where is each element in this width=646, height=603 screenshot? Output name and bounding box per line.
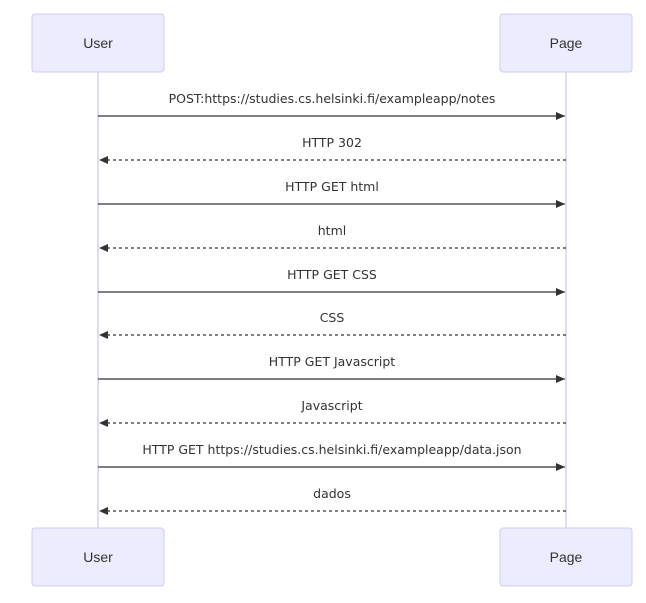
actor-user-top: User bbox=[31, 13, 165, 73]
message-label: HTTP GET CSS bbox=[287, 267, 377, 282]
message-label: dados bbox=[313, 486, 351, 501]
message-7: HTTP GET Javascript bbox=[98, 354, 565, 383]
message-label: Javascript bbox=[300, 398, 362, 413]
message-9: HTTP GET https://studies.cs.helsinki.fi/… bbox=[98, 442, 565, 471]
message-label: HTTP GET Javascript bbox=[269, 354, 395, 369]
actor-label: User bbox=[83, 549, 113, 565]
actor-page-bottom: Page bbox=[499, 527, 633, 587]
message-3: HTTP GET html bbox=[98, 179, 565, 208]
message-label: HTTP 302 bbox=[302, 135, 362, 150]
actor-label: Page bbox=[550, 35, 583, 51]
message-label: CSS bbox=[320, 310, 345, 325]
message-4: html bbox=[99, 223, 566, 252]
message-6: CSS bbox=[99, 310, 566, 339]
message-label: html bbox=[318, 223, 346, 238]
message-8: Javascript bbox=[99, 398, 566, 427]
actor-page-top: Page bbox=[499, 13, 633, 73]
message-label: POST:https://studies.cs.helsinki.fi/exam… bbox=[169, 91, 496, 106]
message-2: HTTP 302 bbox=[99, 135, 566, 164]
message-label: HTTP GET https://studies.cs.helsinki.fi/… bbox=[142, 442, 521, 457]
message-label: HTTP GET html bbox=[285, 179, 379, 194]
message-1: POST:https://studies.cs.helsinki.fi/exam… bbox=[98, 91, 565, 120]
actor-label: User bbox=[83, 35, 113, 51]
message-5: HTTP GET CSS bbox=[98, 267, 565, 296]
actor-label: Page bbox=[550, 549, 583, 565]
actor-user-bottom: User bbox=[31, 527, 165, 587]
message-10: dados bbox=[99, 486, 566, 515]
